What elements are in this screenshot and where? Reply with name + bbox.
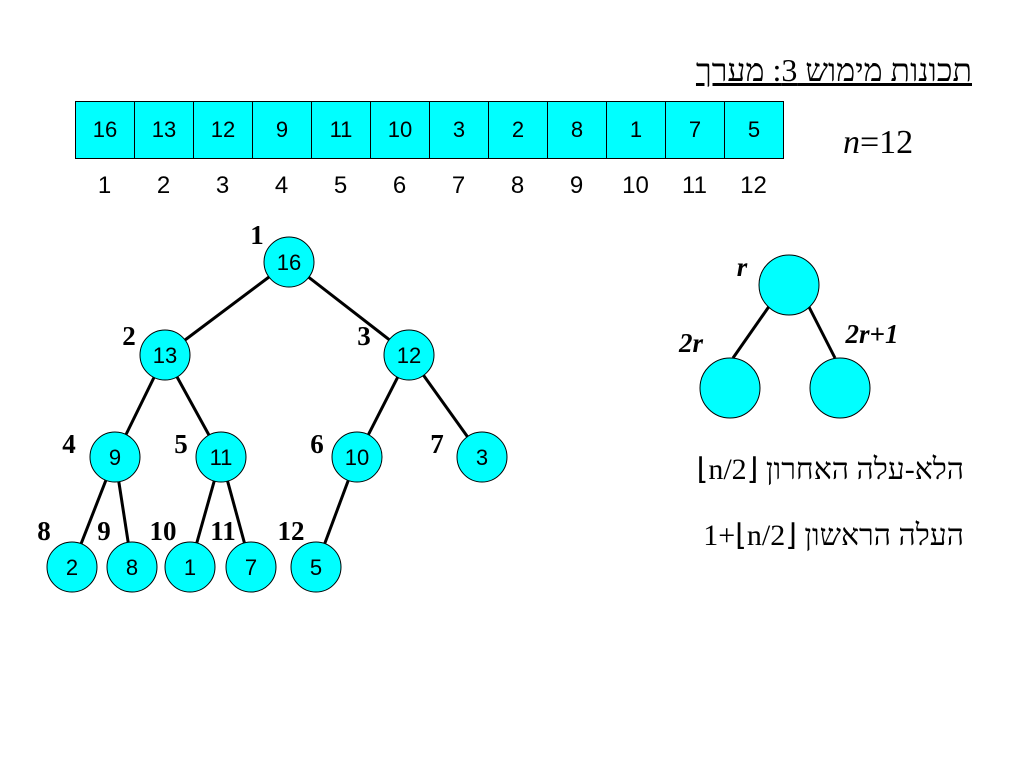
tree-node xyxy=(456,431,508,483)
tree-node-value: 2 xyxy=(66,555,78,580)
tree-node-index: 11 xyxy=(210,516,236,546)
tree-node-value: 12 xyxy=(397,343,421,368)
array-index: 7 xyxy=(451,172,466,199)
slide-title: תכונות מימוש 3: מערך xyxy=(695,52,972,88)
array-cell: 10 xyxy=(370,101,430,159)
tree-node xyxy=(106,541,158,593)
n-equals-label: n=12 xyxy=(843,124,913,162)
schema-right-label: 2r+1 xyxy=(845,319,899,349)
tree-node xyxy=(225,541,277,593)
tree-node-value: 9 xyxy=(109,445,121,470)
array-cell: 2 xyxy=(488,101,548,159)
tree-node xyxy=(263,236,315,288)
schema-edge-left xyxy=(731,304,772,359)
array-cell: 1 xyxy=(606,101,666,159)
array-cell: 9 xyxy=(252,101,312,159)
array-cell: 8 xyxy=(547,101,607,159)
tree-node-index: 1 xyxy=(250,220,264,250)
tree-node-value: 1 xyxy=(184,555,196,580)
tree-node-value: 8 xyxy=(126,555,138,580)
schema-right-node xyxy=(809,357,871,419)
tree-node-value: 7 xyxy=(245,555,257,580)
tree-node-index: 7 xyxy=(430,429,444,459)
tree-node xyxy=(195,431,247,483)
schema-parent-node xyxy=(758,254,820,316)
array-index: 10 xyxy=(622,172,649,199)
array-index: 5 xyxy=(333,172,348,199)
tree-node-value: 11 xyxy=(210,445,233,470)
array-cell: 12 xyxy=(193,101,253,159)
array-cell: 11 xyxy=(311,101,371,159)
array-index: 2 xyxy=(156,172,171,199)
array-index: 11 xyxy=(682,172,707,199)
n-value: =12 xyxy=(860,124,914,161)
array-index: 4 xyxy=(274,172,289,199)
n-variable: n xyxy=(843,124,860,161)
tree-node-index: 3 xyxy=(357,321,371,351)
tree-node xyxy=(331,431,383,483)
array-cell: 7 xyxy=(665,101,725,159)
array-cell: 5 xyxy=(724,101,784,159)
tree-node xyxy=(164,541,216,593)
array-index: 8 xyxy=(510,172,525,199)
tree-node xyxy=(383,329,435,381)
last-non-leaf-note: הלא-עלה האחרון ⌊n/2⌋ xyxy=(696,453,964,486)
tree-node-index: 9 xyxy=(97,516,111,546)
array-index: 1 xyxy=(97,172,112,199)
tree-node-index: 12 xyxy=(278,516,305,546)
schema-left-label: 2r xyxy=(678,328,704,358)
tree-node-value: 16 xyxy=(277,250,301,275)
tree-node-index: 8 xyxy=(37,516,51,546)
tree-node-value: 3 xyxy=(476,445,488,470)
tree-node-index: 6 xyxy=(310,429,324,459)
tree-node xyxy=(46,541,98,593)
schema-parent-label: r xyxy=(737,252,748,282)
schema-left-node xyxy=(699,357,761,419)
tree-node-index: 10 xyxy=(150,516,177,546)
array-index: 9 xyxy=(569,172,584,199)
schema-edge-right xyxy=(806,304,837,359)
array-index: 6 xyxy=(392,172,407,199)
array-index: 3 xyxy=(215,172,230,199)
tree-node-value: 13 xyxy=(153,343,177,368)
array-index: 12 xyxy=(740,172,767,199)
array-cell: 13 xyxy=(134,101,194,159)
tree-node xyxy=(290,541,342,593)
tree-node-index: 2 xyxy=(122,321,136,351)
array-cell: 3 xyxy=(429,101,489,159)
tree-node-value: 10 xyxy=(345,445,369,470)
tree-node-index: 5 xyxy=(174,429,188,459)
first-leaf-note: העלה הראשון ⌊n/2⌋+1 xyxy=(703,519,964,552)
tree-node xyxy=(139,329,191,381)
tree-edge xyxy=(164,260,290,357)
tree-node xyxy=(89,431,141,483)
tree-node-value: 5 xyxy=(310,555,322,580)
tree-node-index: 4 xyxy=(62,429,76,459)
